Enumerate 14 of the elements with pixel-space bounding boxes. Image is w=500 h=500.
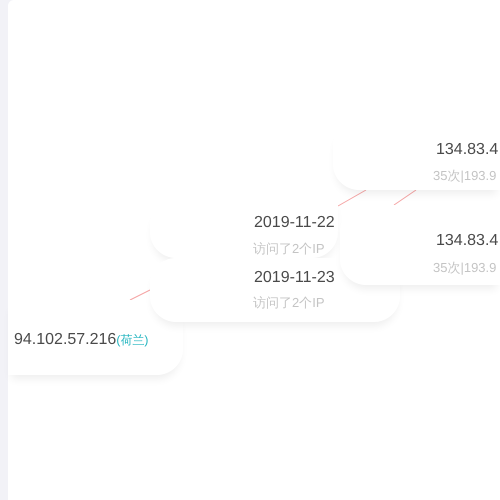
date-text: 2019-11-23 — [254, 268, 335, 288]
country-text: (荷兰) — [116, 332, 148, 348]
visit-stats-text: 35次|193.9 — [433, 168, 496, 184]
ip-address-text: 94.102.57.216 — [14, 330, 116, 350]
ip-address-text: 134.83.4 — [436, 231, 498, 251]
visit-count-text: 访问了2个IP — [253, 241, 325, 257]
visit-count-text: 访问了2个IP — [253, 295, 325, 311]
connector-line — [394, 190, 416, 206]
connector-line — [130, 290, 150, 300]
ip-address-text: 134.83.4 — [436, 140, 498, 160]
date-text: 2019-11-22 — [254, 213, 335, 233]
card — [340, 205, 500, 285]
visit-stats-text: 35次|193.9 — [433, 260, 496, 276]
connector-line — [338, 190, 366, 206]
